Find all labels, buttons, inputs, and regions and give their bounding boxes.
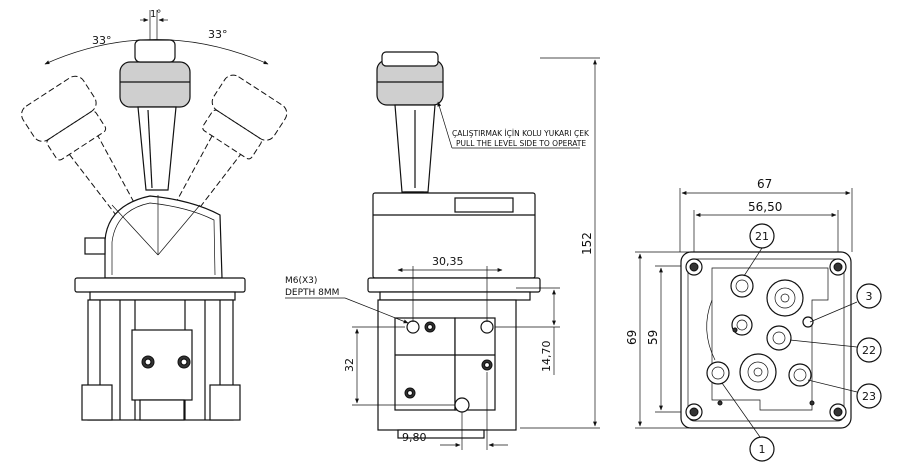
dim-bottom-offset: 9,80 [402,431,427,444]
balloon-21 [749,223,775,249]
bottom-view: 67 56,50 69 59 [625,177,882,462]
side-view-swing: 33° 33° 1° [21,9,288,421]
balloon-22 [856,337,882,363]
port-label-22: 22 [862,344,876,357]
front-view: ÇALIŞTIRMAK İÇİN KOLU YUKARI ÇEK PULL TH… [285,51,600,450]
port-label-23: 23 [862,390,876,403]
dim-hole-offset-h: 14,70 [540,341,553,373]
angle-left-label: 33° [92,34,112,47]
balloon-23 [856,383,882,409]
dim-width-outer: 67 [757,177,772,191]
angle-right-label: 33° [208,28,228,41]
operating-note-en: PULL THE LEVEL SIDE TO OPERATE [456,139,586,148]
dim-height-inner: 59 [646,330,660,345]
dim-height: 152 [580,232,594,255]
balloon-1 [749,436,775,462]
operating-note-tr: ÇALIŞTIRMAK İÇİN KOLU YUKARI ÇEK [452,129,590,138]
dim-hole-offset-v: 32 [343,358,356,372]
port-label-1: 1 [759,443,766,456]
angle-center-label: 1° [150,9,161,20]
dim-height-outer: 69 [625,330,639,345]
port-label-21: 21 [755,230,769,243]
thread-spec: M6(X3) [285,276,317,286]
thread-depth: DEPTH 8MM [285,288,339,298]
dim-hole-spacing: 30,35 [432,255,464,268]
port-label-3: 3 [866,290,873,303]
balloon-3 [856,283,882,309]
dim-width-inner: 56,50 [748,200,782,214]
